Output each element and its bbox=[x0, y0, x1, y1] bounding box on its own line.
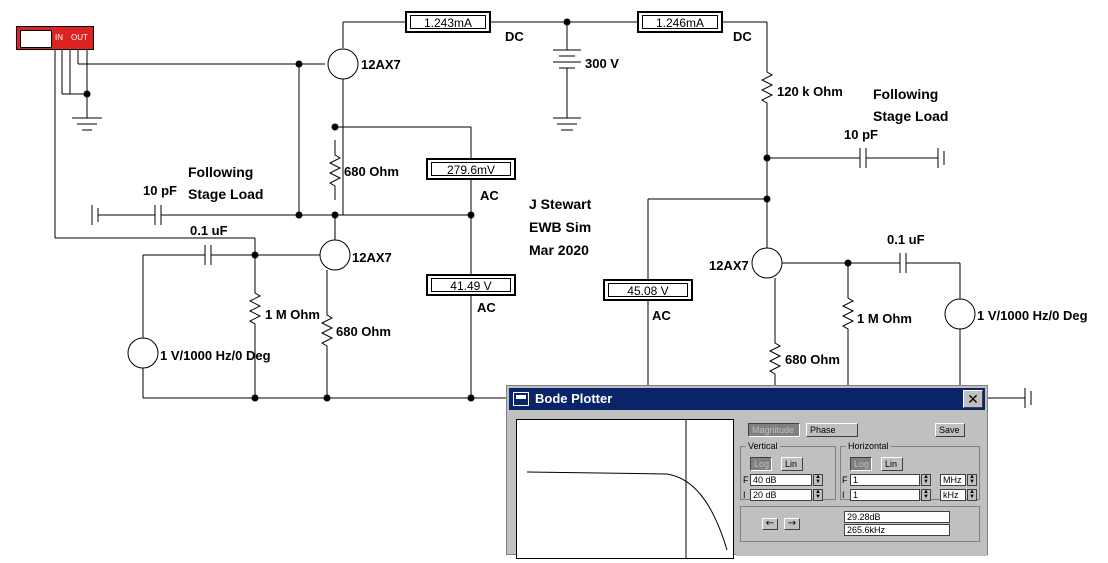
horizontal-log-button[interactable]: Log bbox=[850, 457, 872, 471]
title-bar[interactable]: Bode Plotter ✕ bbox=[509, 388, 985, 410]
phase-tab[interactable]: Phase bbox=[806, 423, 858, 437]
dc-label-right: DC bbox=[733, 29, 752, 44]
meter-unit: V bbox=[660, 284, 669, 298]
horizontal-initial-unit[interactable]: kHz bbox=[940, 489, 966, 501]
tube-right-label: 12AX7 bbox=[709, 258, 749, 273]
readout-group bbox=[740, 506, 980, 542]
bode-out-label: OUT bbox=[71, 33, 88, 42]
cursor-left-button[interactable]: ← bbox=[762, 518, 778, 530]
coupling-cap-right-label: 0.1 uF bbox=[887, 232, 925, 247]
vertical-initial-field[interactable]: 20 dB bbox=[750, 489, 812, 501]
plate-resistor-right-label: 120 k Ohm bbox=[777, 84, 843, 99]
grid-resistor-left-label: 1 M Ohm bbox=[265, 307, 320, 322]
tube-mid-label: 12AX7 bbox=[352, 250, 392, 265]
horizontal-lin-button[interactable]: Lin bbox=[881, 457, 903, 471]
vertical-final-field[interactable]: 40 dB bbox=[750, 474, 812, 486]
horizontal-initial-unit-spinner[interactable]: ▲▼ bbox=[967, 489, 977, 501]
ac-voltmeter-mid[interactable]: 41.49 V bbox=[426, 274, 516, 296]
controls-panel: Magnitude Phase Save Vertical Log Lin F … bbox=[736, 416, 987, 556]
circuit-schematic bbox=[54, 18, 1032, 408]
ac-label-plate: AC bbox=[480, 188, 499, 203]
vertical-lin-button[interactable]: Lin bbox=[781, 457, 803, 471]
vertical-log-button[interactable]: Log bbox=[750, 457, 772, 471]
tube-top-label: 12AX7 bbox=[361, 57, 401, 72]
bode-curve bbox=[526, 420, 728, 558]
bode-plotter-icon[interactable]: IN OUT bbox=[16, 26, 94, 50]
horizontal-initial-spinner[interactable]: ▲▼ bbox=[921, 489, 931, 501]
source-left-label: 1 V/1000 Hz/0 Deg bbox=[160, 348, 271, 363]
vertical-final-spinner[interactable]: ▲▼ bbox=[813, 474, 823, 486]
meter-value: 279.6m bbox=[446, 163, 487, 177]
close-icon[interactable]: ✕ bbox=[963, 390, 983, 408]
horizontal-final-unit[interactable]: MHz bbox=[940, 474, 966, 486]
horizontal-f-label: F bbox=[842, 475, 848, 485]
dc-ammeter-right[interactable]: 1.246mA bbox=[637, 11, 723, 33]
meter-unit: A bbox=[696, 16, 705, 30]
horizontal-label: Horizontal bbox=[846, 441, 891, 451]
meter-unit: V bbox=[487, 163, 496, 177]
ac-label-mid: AC bbox=[477, 300, 496, 315]
supply-label: 300 V bbox=[585, 56, 619, 71]
meter-value: 45.08 bbox=[627, 284, 658, 298]
horizontal-initial-field[interactable]: 1 bbox=[850, 489, 920, 501]
bode-plotter-window[interactable]: Bode Plotter ✕ Magnitude Phase Save Vert… bbox=[506, 385, 988, 559]
bode-in-label: IN bbox=[55, 33, 63, 42]
coupling-cap-left-label: 0.1 uF bbox=[190, 223, 228, 238]
magnitude-tab[interactable]: Magnitude bbox=[748, 423, 800, 437]
load-right-line2: Stage Load bbox=[873, 108, 949, 124]
cathode-resistor-right-label: 680 Ohm bbox=[785, 352, 840, 367]
dc-label-left: DC bbox=[505, 29, 524, 44]
bode-icon-screen bbox=[20, 30, 52, 48]
credit-line2: EWB Sim bbox=[529, 219, 592, 235]
grid-resistor-right-label: 1 M Ohm bbox=[857, 311, 912, 326]
magnitude-curve bbox=[526, 471, 728, 551]
load-cap-left-label: 10 pF bbox=[143, 183, 177, 198]
vertical-initial-spinner[interactable]: ▲▼ bbox=[813, 489, 823, 501]
readout-db: 29.28dB bbox=[844, 511, 950, 523]
ac-label-right: AC bbox=[652, 308, 671, 323]
vertical-i-label: I bbox=[743, 490, 746, 500]
window-title: Bode Plotter bbox=[535, 391, 613, 406]
app-icon bbox=[513, 392, 529, 406]
ac-voltmeter-plate[interactable]: 279.6mV bbox=[426, 158, 516, 180]
credit-line3: Mar 2020 bbox=[529, 242, 589, 258]
horizontal-final-spinner[interactable]: ▲▼ bbox=[921, 474, 931, 486]
load-left-line1: Following bbox=[188, 164, 254, 180]
vertical-f-label: F bbox=[743, 475, 749, 485]
load-right-line1: Following bbox=[873, 86, 939, 102]
dc-ammeter-left[interactable]: 1.243mA bbox=[405, 11, 491, 33]
meter-unit: V bbox=[483, 279, 492, 293]
source-right-label: 1 V/1000 Hz/0 Deg bbox=[977, 308, 1088, 323]
credit-line1: J Stewart bbox=[529, 196, 592, 212]
readout-frequency: 265.6kHz bbox=[844, 524, 950, 536]
meter-value: 1.243m bbox=[423, 16, 464, 30]
meter-unit: A bbox=[464, 16, 473, 30]
cursor-right-button[interactable]: → bbox=[784, 518, 800, 530]
plate-resistor-left-label: 680 Ohm bbox=[344, 164, 399, 179]
vertical-label: Vertical bbox=[746, 441, 780, 451]
horizontal-final-field[interactable]: 1 bbox=[850, 474, 920, 486]
horizontal-final-unit-spinner[interactable]: ▲▼ bbox=[967, 474, 977, 486]
meter-value: 1.246m bbox=[655, 16, 696, 30]
load-cap-right-label: 10 pF bbox=[844, 127, 878, 142]
cathode-resistor-left-label: 680 Ohm bbox=[336, 324, 391, 339]
save-button[interactable]: Save bbox=[935, 423, 965, 437]
horizontal-i-label: I bbox=[842, 490, 845, 500]
meter-value: 41.49 bbox=[450, 279, 481, 293]
bode-plot-area[interactable] bbox=[516, 419, 734, 559]
load-left-line2: Stage Load bbox=[188, 186, 264, 202]
ac-voltmeter-right[interactable]: 45.08 V bbox=[603, 279, 693, 301]
